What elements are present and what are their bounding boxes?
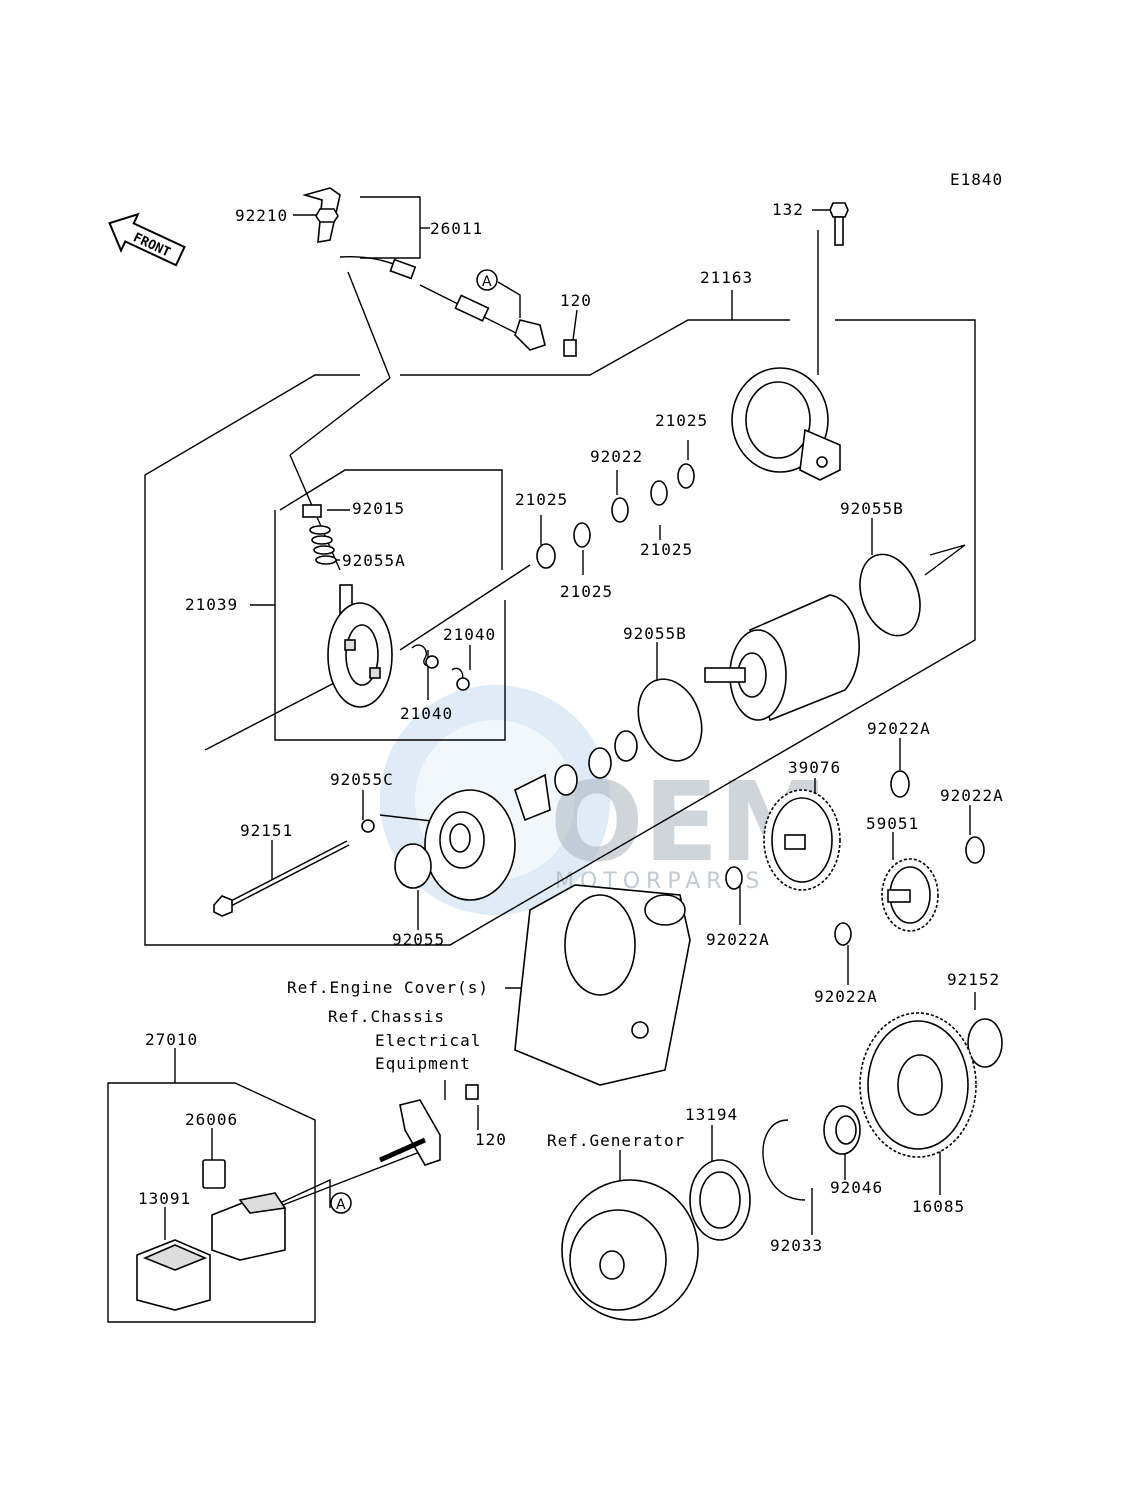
label-21025-b: 21025 bbox=[640, 540, 693, 559]
label-39076: 39076 bbox=[788, 758, 841, 777]
oring-92055b-left bbox=[637, 678, 703, 762]
label-21163: 21163 bbox=[700, 268, 753, 287]
ref-generator: Ref.Generator bbox=[547, 1131, 685, 1150]
diagram-code: E1840 bbox=[950, 170, 1003, 189]
svg-text:A: A bbox=[336, 1197, 346, 1213]
fuse-26006 bbox=[202, 1159, 226, 1189]
label-92022: 92022 bbox=[590, 447, 643, 466]
relay-cover-13091 bbox=[136, 1239, 211, 1311]
label-26011: 26011 bbox=[430, 219, 483, 238]
relay-bracket bbox=[378, 1084, 479, 1166]
brush-plate-21039 bbox=[327, 602, 393, 708]
screw-120-top bbox=[563, 339, 577, 357]
clutch-13194 bbox=[689, 1159, 751, 1241]
nut-92210 bbox=[315, 208, 339, 223]
relay-box-27010 bbox=[107, 1082, 316, 1323]
reference-marker-a-top: A bbox=[476, 269, 498, 291]
label-92055a: 92055A bbox=[342, 551, 406, 570]
label-92022a-4: 92022A bbox=[814, 987, 878, 1006]
part-labels: 132 21163 26011 92210 120 21025 92022 21… bbox=[138, 200, 1004, 1255]
label-16085: 16085 bbox=[912, 1197, 965, 1216]
cable-26011 bbox=[302, 187, 546, 351]
label-21025-a: 21025 bbox=[655, 411, 708, 430]
label-59051: 59051 bbox=[866, 814, 919, 833]
label-21039: 21039 bbox=[185, 595, 238, 614]
label-92055b-left: 92055B bbox=[623, 624, 687, 643]
label-92022a-2: 92022A bbox=[940, 786, 1004, 805]
ref-engine-cover: Ref.Engine Cover(s) bbox=[287, 978, 489, 997]
label-92151: 92151 bbox=[240, 821, 293, 840]
label-92152: 92152 bbox=[947, 970, 1000, 989]
motor-yoke bbox=[704, 594, 860, 722]
gear-59051 bbox=[881, 858, 939, 932]
label-21025-c: 21025 bbox=[515, 490, 568, 509]
label-92033: 92033 bbox=[770, 1236, 823, 1255]
washer-92022a-4 bbox=[834, 922, 852, 946]
washer-92022 bbox=[611, 497, 629, 523]
label-92055: 92055 bbox=[392, 930, 445, 949]
circlip-92033 bbox=[762, 1119, 806, 1201]
ref-chassis-line3: Equipment bbox=[375, 1054, 471, 1073]
washer-21025-a bbox=[677, 463, 695, 489]
label-26006: 26006 bbox=[185, 1110, 238, 1129]
oring-92055b-right bbox=[859, 553, 921, 637]
ref-chassis-line1: Ref.Chassis bbox=[328, 1007, 445, 1026]
washer-21025-d bbox=[536, 543, 556, 569]
label-92015: 92015 bbox=[352, 499, 405, 518]
label-120-bottom: 120 bbox=[475, 1130, 507, 1149]
assembly-outline-top bbox=[400, 319, 790, 376]
svg-text:A: A bbox=[482, 274, 492, 290]
label-92022a-1: 92022A bbox=[867, 719, 931, 738]
washer-21025-c bbox=[573, 522, 591, 548]
label-13194: 13194 bbox=[685, 1105, 738, 1124]
front-cover bbox=[424, 789, 516, 901]
washer-92022a-2 bbox=[965, 836, 985, 864]
label-92210: 92210 bbox=[235, 206, 288, 225]
gear-39076 bbox=[763, 789, 841, 891]
label-13091: 13091 bbox=[138, 1189, 191, 1208]
oring-92055 bbox=[394, 843, 432, 889]
shim-3 bbox=[554, 764, 578, 796]
shim-1 bbox=[614, 730, 638, 762]
bolt-92151 bbox=[213, 840, 350, 917]
ring-92152 bbox=[967, 1018, 1003, 1068]
reference-labels: Ref.Engine Cover(s) Ref.Chassis Electric… bbox=[287, 978, 685, 1150]
label-92055b-right: 92055B bbox=[840, 499, 904, 518]
leader-lines bbox=[164, 196, 976, 1240]
front-arrow-icon: FRONT bbox=[108, 212, 186, 267]
label-21025-d: 21025 bbox=[560, 582, 613, 601]
generator-rotor bbox=[561, 1179, 699, 1321]
label-92022a-3: 92022A bbox=[706, 930, 770, 949]
gear-16085 bbox=[859, 1012, 977, 1158]
label-132: 132 bbox=[772, 200, 804, 219]
shim-2 bbox=[588, 747, 612, 779]
reference-marker-a-bottom: A bbox=[330, 1192, 352, 1214]
bearing-92046 bbox=[823, 1105, 861, 1155]
engine-cover bbox=[514, 884, 691, 1086]
terminal-stack bbox=[302, 504, 353, 614]
springs-21040 bbox=[411, 644, 470, 691]
label-27010: 27010 bbox=[145, 1030, 198, 1049]
bracket-box-21039 bbox=[274, 510, 506, 741]
lock-plate bbox=[514, 773, 551, 822]
label-120-top: 120 bbox=[560, 291, 592, 310]
starter-relay-27010 bbox=[211, 1192, 287, 1261]
ref-chassis-line2: Electrical bbox=[375, 1031, 481, 1050]
end-cover-21163 bbox=[731, 367, 841, 481]
label-92055c: 92055C bbox=[330, 770, 394, 789]
washer-92022a-1 bbox=[890, 770, 910, 798]
assembly-outline-left bbox=[144, 319, 976, 946]
bolt-132 bbox=[829, 202, 849, 246]
label-92046: 92046 bbox=[830, 1178, 883, 1197]
label-21040-b: 21040 bbox=[400, 704, 453, 723]
washer-92022a-3 bbox=[725, 866, 743, 890]
washer-21025-b bbox=[650, 480, 668, 506]
label-21040-a: 21040 bbox=[443, 625, 496, 644]
ring-92055c bbox=[361, 819, 375, 833]
